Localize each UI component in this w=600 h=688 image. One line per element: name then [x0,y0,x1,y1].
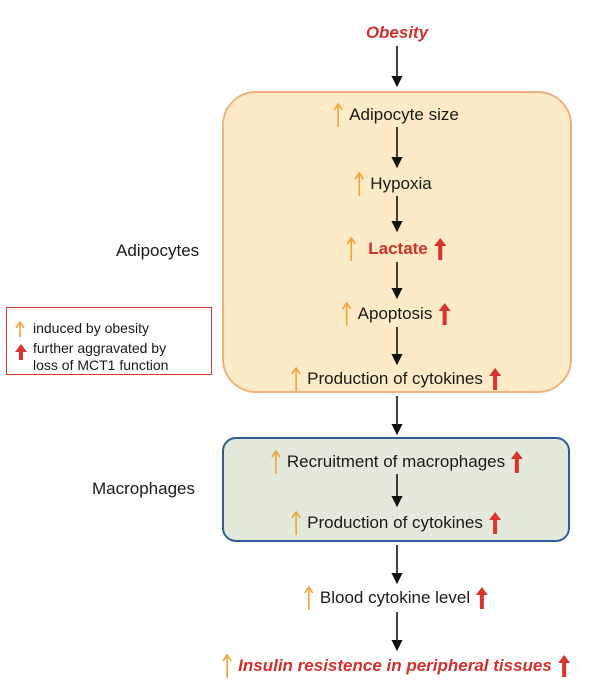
orange-up-arrow-icon [15,320,25,337]
macrophages-group-box [222,437,570,542]
node-adipocyte-size-label: Adipocyte size [349,105,459,124]
orange-up-arrow-icon [341,301,352,326]
node-blood-cytokine: Blood cytokine level [304,585,489,610]
orange-up-arrow-icon [333,102,343,127]
node-recruitment-label: Recruitment of macrophages [286,452,506,471]
node-lactate: Lactate [346,236,446,261]
orange-up-arrow-icon [291,366,301,391]
title-obesity: Obesity [366,22,428,44]
node-insulin-resistance: Insulin resistence in peripheral tissues [222,653,570,678]
node-cytokines-adipocytes-label: Production of cytokines [307,369,483,388]
node-hypoxia-label: Hypoxia [370,174,432,193]
red-up-arrow-icon [433,238,446,260]
node-lactate-label: Lactate [368,239,428,258]
legend-box: induced by obesity further aggravated by… [6,307,212,375]
node-adipocyte-size: Adipocyte size [333,102,459,127]
node-apoptosis-label: Apoptosis [357,304,433,323]
node-hypoxia: Hypoxia [354,171,432,196]
orange-up-arrow-icon [346,236,356,261]
orange-up-arrow-icon [354,171,364,196]
node-cytokines-adipocytes: Production of cytokines [291,366,501,391]
red-up-arrow-icon [511,451,524,473]
group-label-adipocytes: Adipocytes [116,241,200,260]
orange-up-arrow-icon [222,653,232,678]
node-blood-cytokine-label: Blood cytokine level [319,588,471,607]
orange-up-arrow-icon [271,449,281,474]
orange-up-arrow-icon [304,585,314,610]
node-apoptosis: Apoptosis [341,301,451,326]
legend-aggravated-line2: loss of MCT1 function [33,357,169,373]
node-cytokines-macrophages-label: Production of cytokines [307,513,483,532]
group-label-macrophages: Macrophages [92,479,196,498]
title-obesity-label: Obesity [365,23,429,42]
red-up-arrow-icon [15,344,27,360]
red-up-arrow-icon [438,303,451,325]
legend-induced-label: induced by obesity [33,320,149,336]
node-cytokines-macrophages: Production of cytokines [291,510,501,535]
red-up-arrow-icon [476,587,489,609]
legend-aggravated-line1: further aggravated by [33,340,167,356]
red-up-arrow-icon [488,512,501,534]
red-up-arrow-icon [488,368,501,390]
node-recruitment: Recruitment of macrophages [271,449,524,474]
red-up-arrow-icon [557,655,570,677]
node-insulin-resistance-label: Insulin resistence in peripheral tissues [238,656,552,675]
orange-up-arrow-icon [291,510,301,535]
